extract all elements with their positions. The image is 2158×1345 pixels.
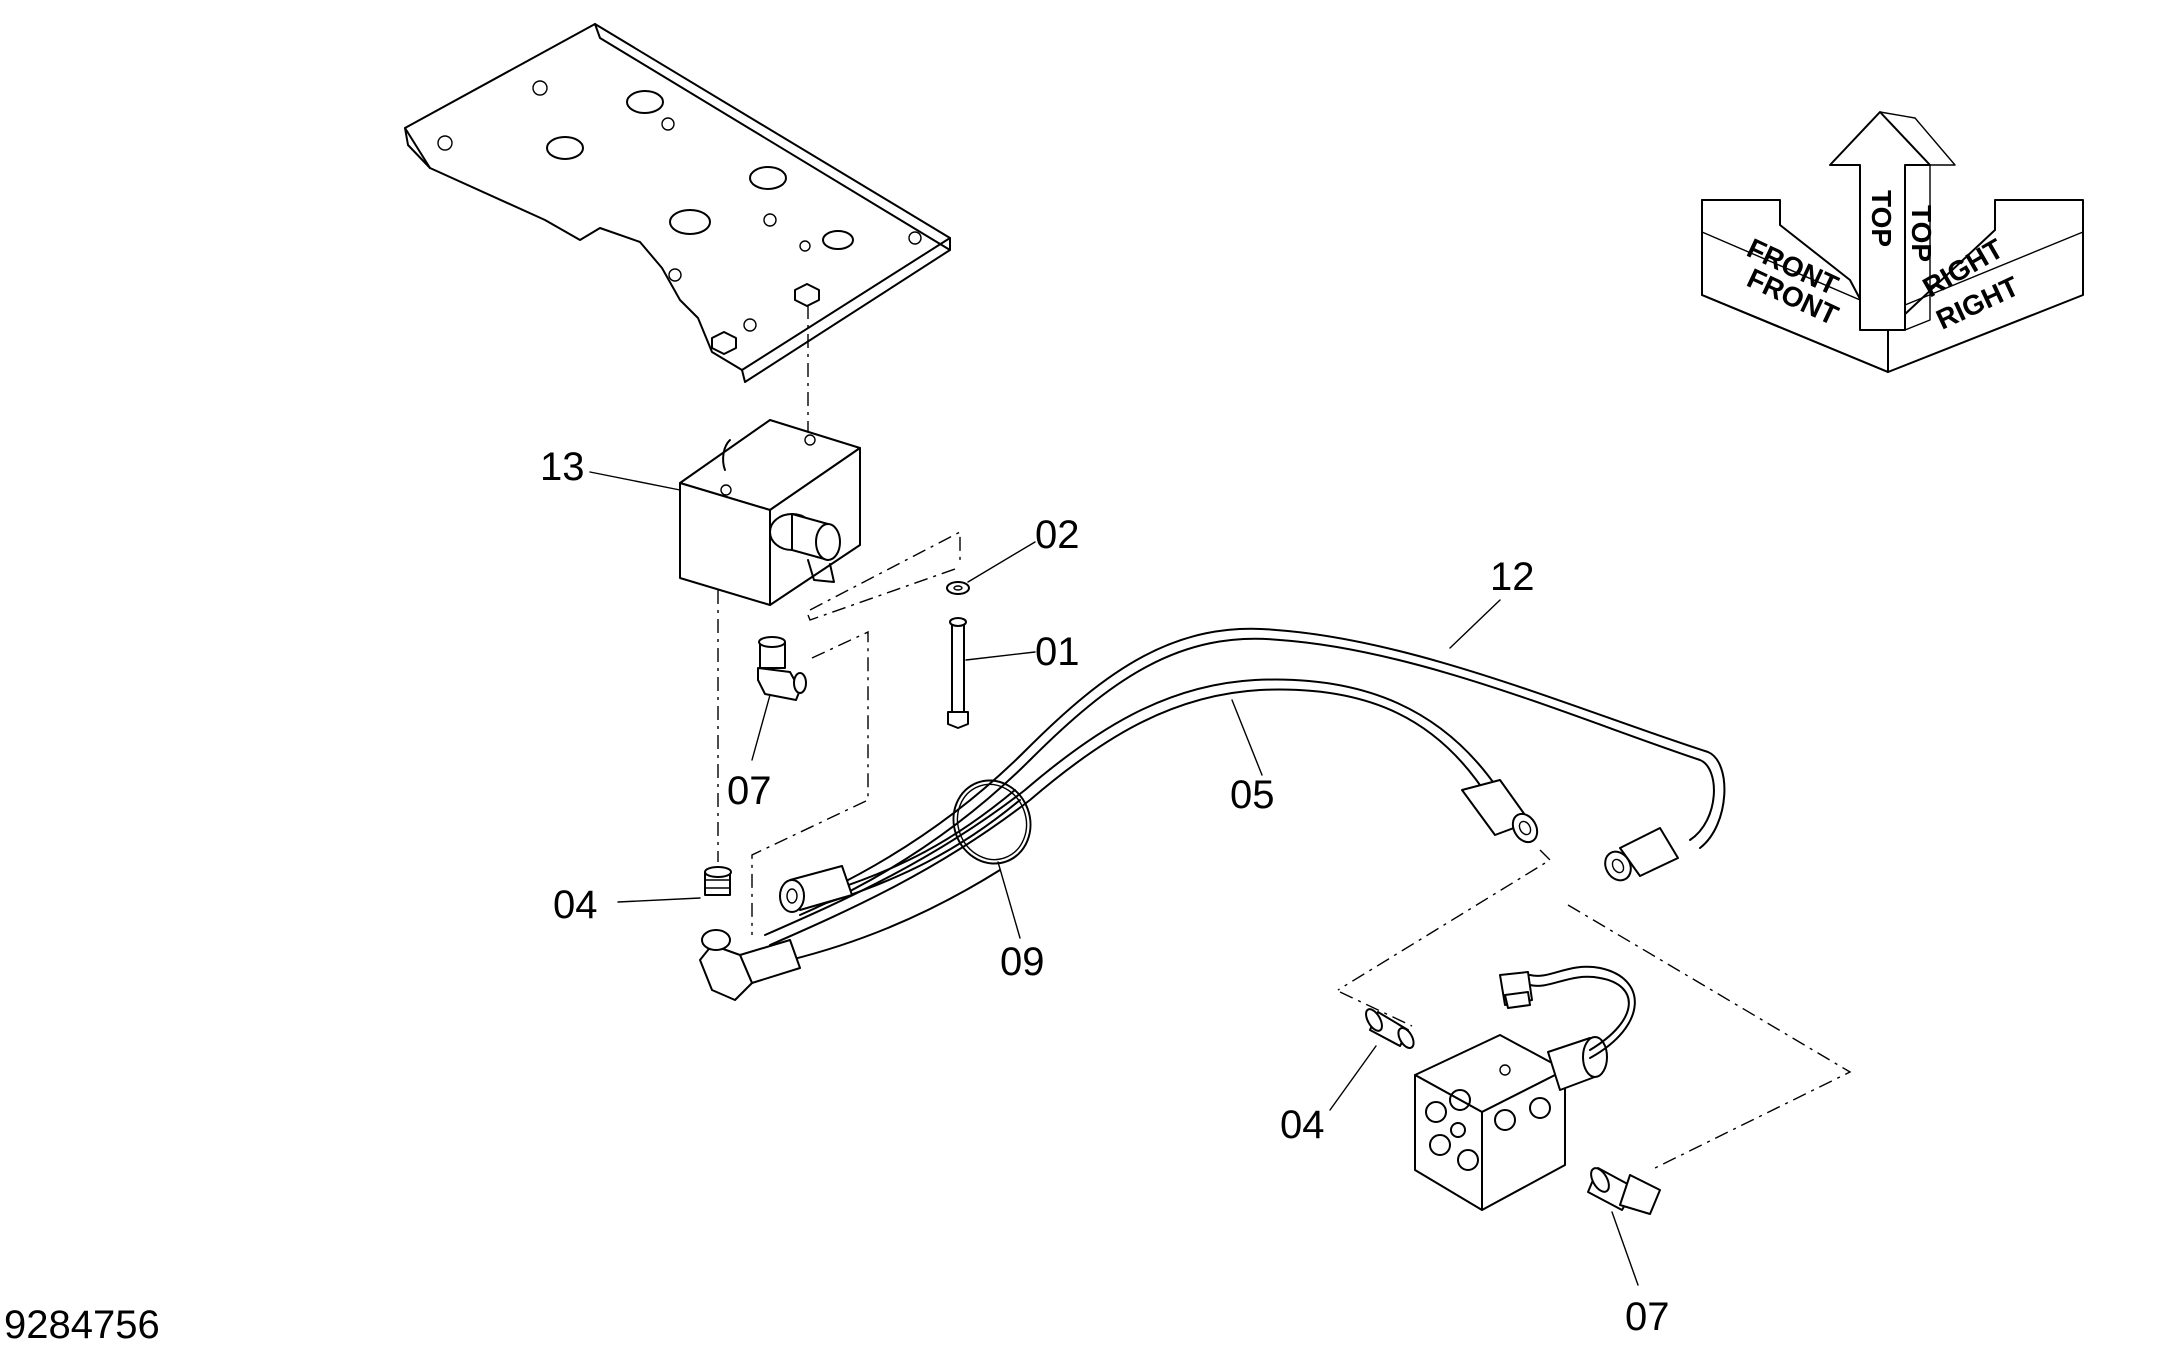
washer-02 — [946, 581, 970, 595]
mounting-plate — [404, 23, 951, 383]
orient-top-left: TOP — [1866, 190, 1897, 247]
callout-04-left: 04 — [553, 883, 598, 927]
callout-02: 02 — [1035, 513, 1080, 557]
valve-block-13 — [679, 419, 861, 606]
straight-fitting-04-lower — [1365, 1008, 1415, 1049]
valve-block-lower — [1414, 965, 1636, 1211]
callout-01: 01 — [1035, 630, 1080, 674]
figure-number: 9284756 — [4, 1303, 160, 1345]
bolt-01 — [947, 617, 969, 729]
callout-13: 13 — [540, 445, 585, 489]
elbow-fitting-07-lower — [1587, 1167, 1661, 1215]
callout-12: 12 — [1490, 555, 1535, 599]
callout-07-upper: 07 — [727, 769, 772, 813]
callout-05: 05 — [1230, 773, 1275, 817]
callout-07-lower: 07 — [1625, 1295, 1670, 1339]
hose-fitting-left-lower — [699, 929, 801, 1001]
callout-09: 09 — [1000, 940, 1045, 984]
hose-fitting-12-right — [1604, 827, 1679, 882]
o-ring-09 — [952, 779, 1032, 865]
callout-04-lower: 04 — [1280, 1103, 1325, 1147]
orientation-indicator-icon: FRONT FRONT TOP TOP RIGHT RIGHT — [1701, 111, 2084, 373]
straight-fitting-04-left — [704, 866, 732, 896]
hose-05 — [764, 678, 1501, 946]
orient-top-right: TOP — [1906, 205, 1937, 262]
hose-fitting-05-right — [1461, 779, 1539, 844]
elbow-fitting-07-upper — [757, 636, 807, 701]
hose-fitting-left-upper — [779, 865, 853, 913]
leader-lines — [589, 471, 1639, 1286]
